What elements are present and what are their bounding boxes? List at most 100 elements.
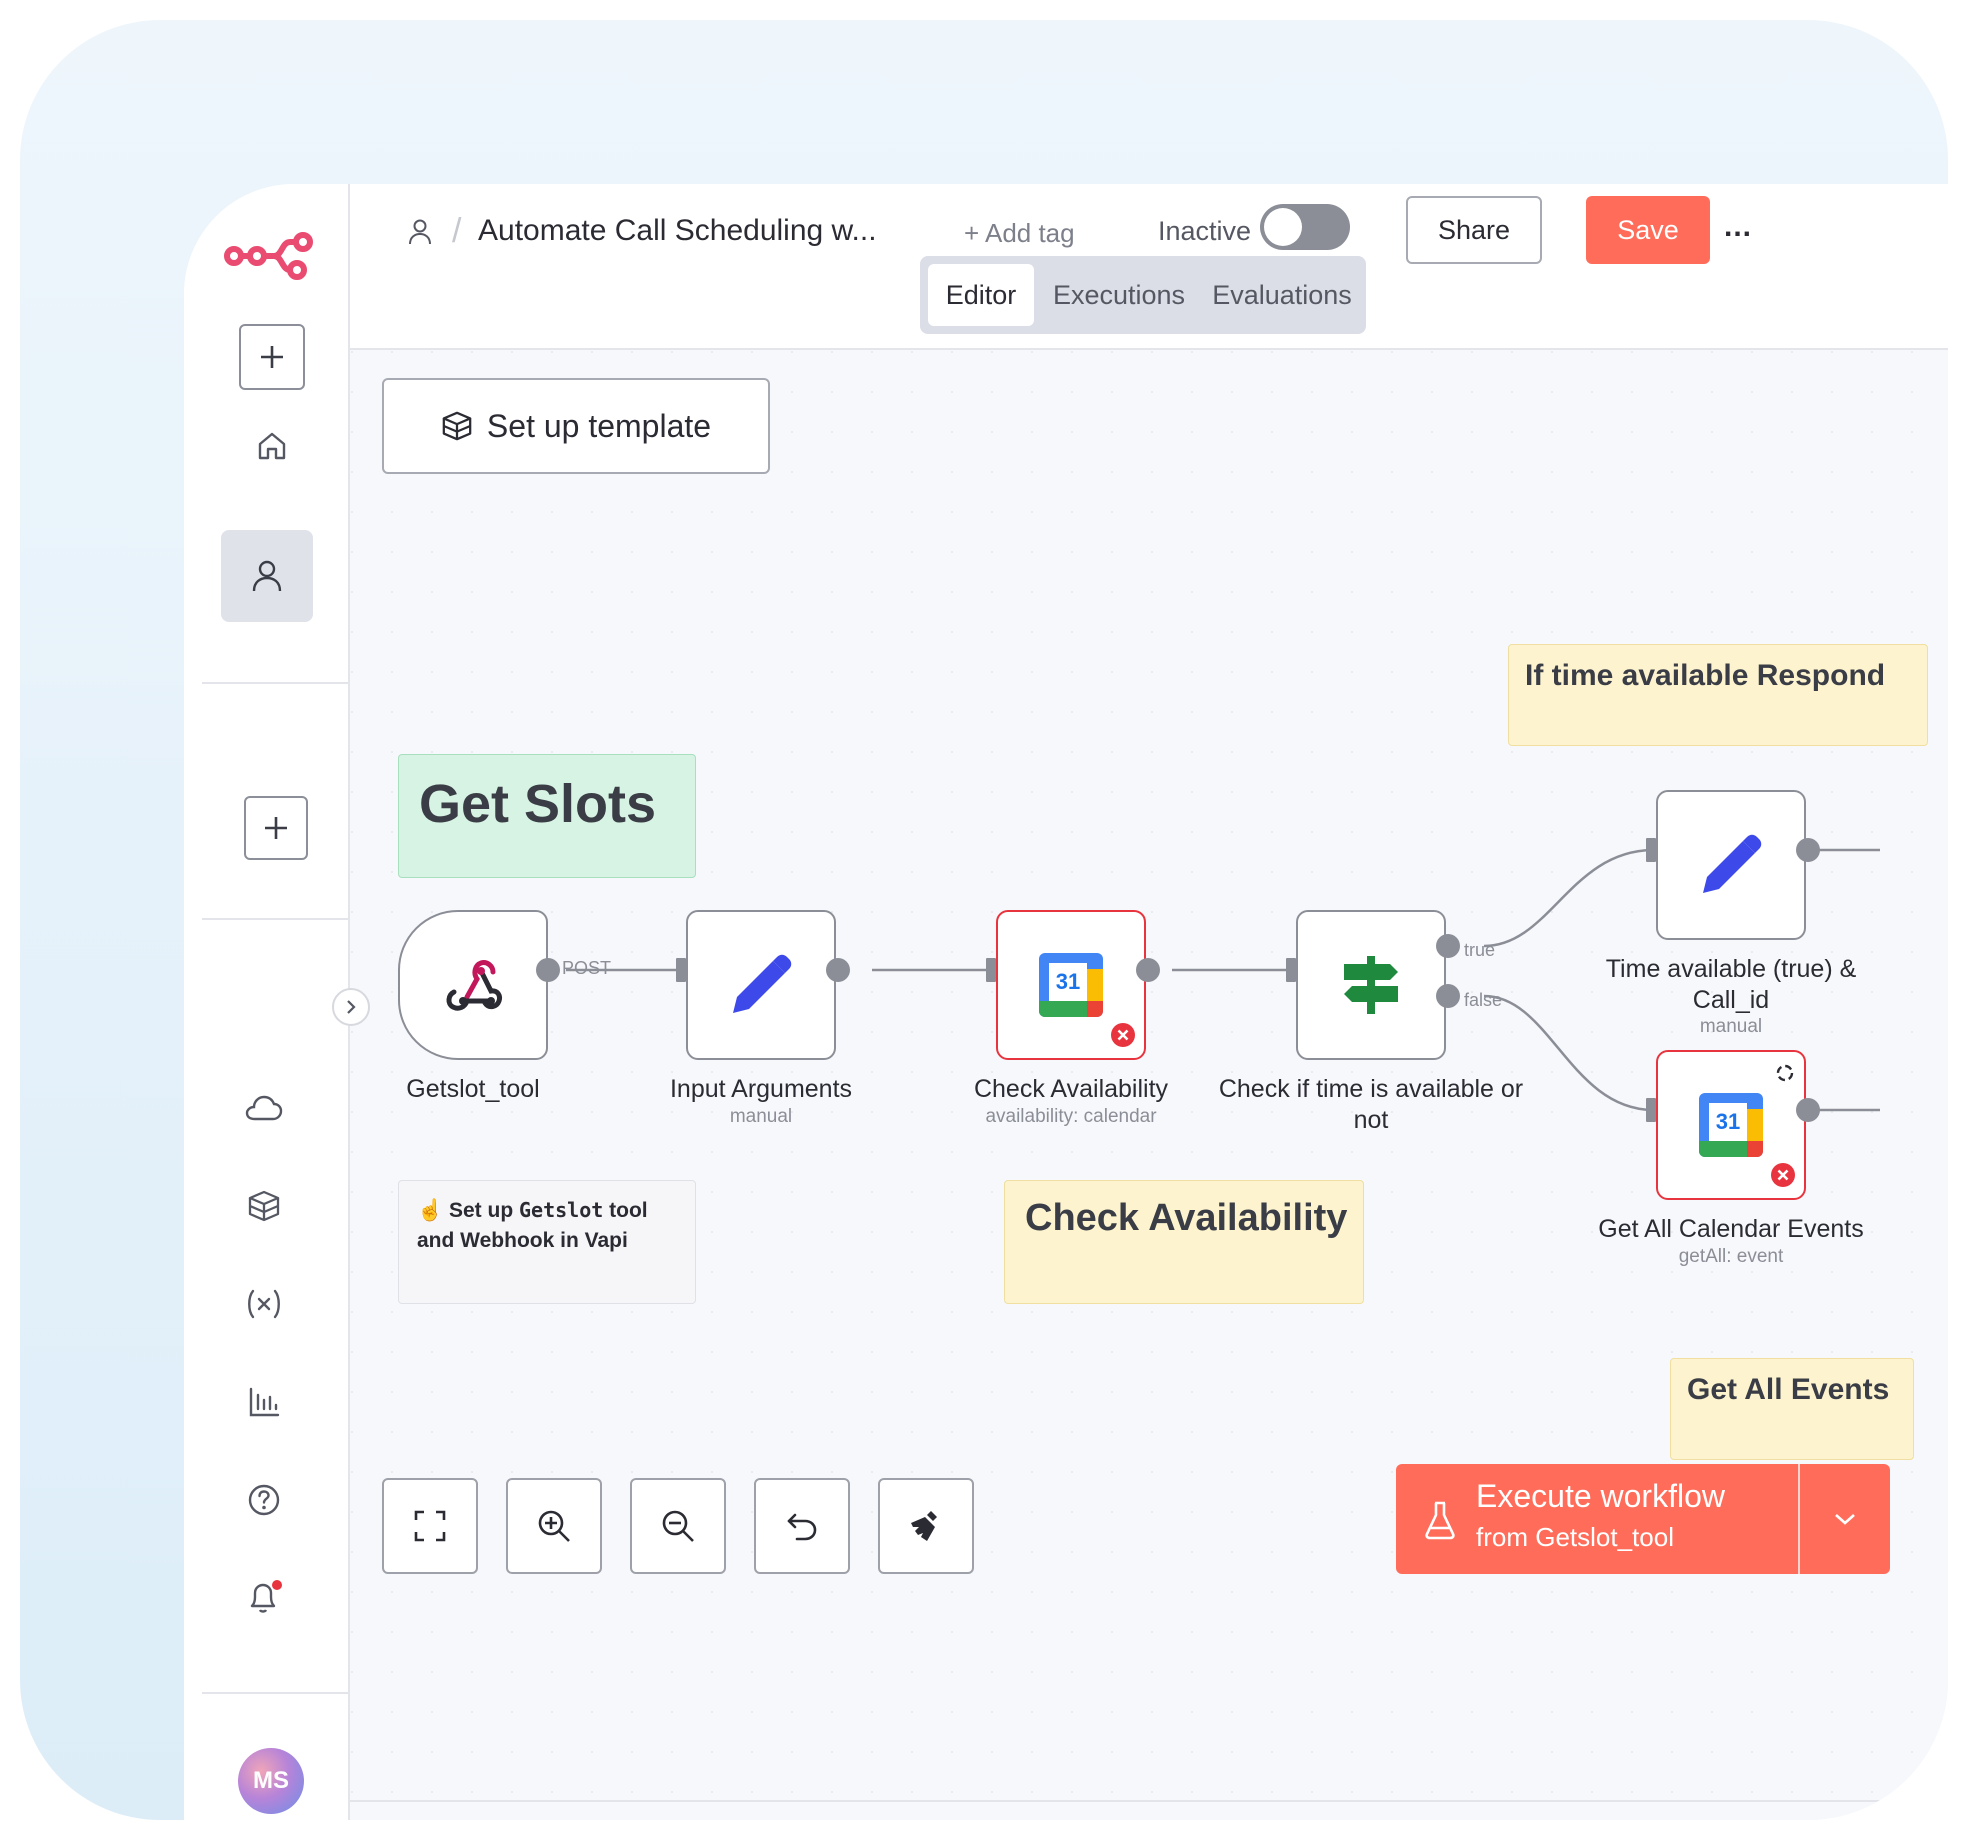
node-input-arguments[interactable]: [686, 910, 836, 1060]
output-handle-false[interactable]: [1436, 984, 1460, 1008]
node-check-availability-sub: availability: calendar: [985, 1106, 1157, 1127]
sticky-get-all-events[interactable]: Get All Events: [1670, 1358, 1914, 1460]
sticky-check-availability[interactable]: Check Availability: [1004, 1180, 1364, 1304]
sidebar-item-personal[interactable]: [221, 530, 313, 622]
sidebar-item-help[interactable]: [228, 1468, 300, 1532]
home-icon: [258, 432, 286, 460]
sticky-setup-note[interactable]: ☝️ Set up Getslot tool and Webhook in Va…: [398, 1180, 696, 1304]
node-time-available[interactable]: [1656, 790, 1806, 940]
connections-layer: [566, 848, 1880, 1112]
node-check-availability[interactable]: 31: [996, 910, 1146, 1060]
execute-divider: [1798, 1464, 1800, 1574]
chevron-right-icon: [347, 1000, 356, 1014]
if-false-label: false: [1464, 990, 1503, 1010]
output-handle[interactable]: [1796, 1098, 1820, 1122]
sidebar-divider: [202, 918, 348, 920]
sticky-get-all-events-text: Get All Events: [1687, 1373, 1890, 1406]
output-handle[interactable]: [1796, 838, 1820, 862]
sticky-setup-note-text: ☝️ Set up Getslot tool and Webhook in Va…: [417, 1195, 677, 1256]
node-get-all-calendar-events-sub: getAll: event: [1678, 1246, 1784, 1267]
tab-editor[interactable]: Editor: [928, 264, 1034, 326]
node-check-if-time[interactable]: [1296, 910, 1446, 1060]
execute-workflow-button[interactable]: Execute workflow from Getslot_tool: [1396, 1464, 1890, 1574]
sticky-get-slots[interactable]: Get Slots: [398, 754, 696, 878]
more-options-button[interactable]: ...: [1724, 210, 1753, 243]
input-handle[interactable]: [1646, 838, 1656, 862]
input-handle[interactable]: [986, 958, 996, 982]
sidebar-item-variables[interactable]: [228, 1272, 300, 1336]
workflow-canvas[interactable]: Set up template Get Slots ☝️ Set up Gets…: [332, 350, 1948, 1820]
sidebar-item-overview[interactable]: [230, 408, 314, 484]
plus-icon: [261, 346, 283, 368]
expand-sidebar-button[interactable]: [332, 988, 370, 1026]
sidebar-item-templates[interactable]: [228, 1174, 300, 1238]
cloud-icon: [245, 1095, 283, 1121]
sticky-if-time-available[interactable]: If time available Respond: [1508, 644, 1928, 746]
node-check-availability-label: Check Availability: [973, 1075, 1169, 1103]
insights-icon: [249, 1387, 280, 1417]
add-tag-link[interactable]: + Add tag: [964, 218, 1075, 248]
save-label: Save: [1617, 214, 1679, 245]
calendar-day: 31: [1049, 963, 1087, 1001]
sticky-setup-note-code: Getslot: [519, 1198, 604, 1222]
sticky-setup-note-post: tool and Webhook in Vapi: [417, 1199, 648, 1252]
input-handle[interactable]: [1286, 958, 1296, 982]
tab-evaluations[interactable]: Evaluations: [1204, 264, 1360, 326]
share-button[interactable]: Share: [1406, 196, 1542, 264]
active-toggle[interactable]: [1260, 204, 1350, 250]
app-window: MS / Automate Call Scheduling w... + Add…: [184, 184, 1948, 1820]
error-icon: [1771, 1163, 1795, 1187]
add-project-button[interactable]: [244, 796, 308, 860]
fit-view-button[interactable]: [382, 1478, 478, 1574]
connection-if-true: [1483, 848, 1655, 948]
sidebar-item-cloud[interactable]: [228, 1076, 300, 1140]
create-button[interactable]: [239, 324, 305, 390]
n8n-logo-icon[interactable]: [224, 224, 316, 280]
input-handle[interactable]: [676, 958, 686, 982]
tidy-up-button[interactable]: [878, 1478, 974, 1574]
plus-icon: [265, 817, 287, 839]
window-frame: MS / Automate Call Scheduling w... + Add…: [20, 20, 1948, 1820]
node-getslot-tool[interactable]: [398, 910, 548, 1060]
google-calendar-icon: 31: [1039, 953, 1103, 1017]
output-handle-true[interactable]: [1436, 934, 1460, 958]
node-get-all-calendar-events[interactable]: 31: [1656, 1050, 1806, 1200]
undo-button[interactable]: [754, 1478, 850, 1574]
active-status-label: Inactive: [1158, 216, 1252, 246]
user-avatar[interactable]: MS: [238, 1748, 304, 1814]
save-button[interactable]: Save: [1586, 196, 1710, 264]
output-handle[interactable]: [536, 958, 560, 982]
pencil-icon: [1703, 834, 1762, 893]
tab-executions-label: Executions: [1052, 279, 1186, 310]
zoom-in-button[interactable]: [506, 1478, 602, 1574]
templates-icon: [248, 1190, 280, 1222]
node-getslot-tool-label: Getslot_tool: [406, 1075, 540, 1103]
webhook-icon: [446, 960, 502, 1011]
flask-icon: [1425, 1501, 1455, 1540]
sidebar-item-notifications[interactable]: [228, 1564, 300, 1632]
sidebar-item-insights[interactable]: [228, 1370, 300, 1434]
sidebar: MS: [184, 184, 350, 1820]
setup-template-label: Set up template: [486, 407, 712, 444]
share-label: Share: [1437, 214, 1511, 245]
input-handle[interactable]: [1646, 1098, 1656, 1122]
execute-options-dropdown[interactable]: [1800, 1464, 1890, 1574]
calendar-day: 31: [1709, 1103, 1747, 1141]
tab-executions[interactable]: Executions: [1044, 264, 1194, 326]
node-get-all-calendar-events-label: Get All Calendar Events: [1598, 1215, 1864, 1243]
sidebar-divider: [202, 682, 348, 684]
workflow-name[interactable]: Automate Call Scheduling w...: [478, 214, 877, 247]
sync-icon: [1776, 1064, 1794, 1082]
output-handle[interactable]: [826, 958, 850, 982]
setup-template-button[interactable]: Set up template: [382, 378, 770, 474]
bell-icon: [250, 1580, 282, 1613]
execute-workflow-title: Execute workflow: [1476, 1478, 1725, 1514]
user-icon: [252, 560, 282, 592]
output-handle[interactable]: [1136, 958, 1160, 982]
sticky-setup-note-pre: ☝️ Set up: [417, 1199, 519, 1222]
node-input-arguments-sub: manual: [729, 1106, 793, 1127]
sticky-if-time-available-text: If time available Respond: [1525, 659, 1886, 692]
sticky-check-availability-text: Check Availability: [1025, 1197, 1348, 1239]
header-bar: / Automate Call Scheduling w... + Add ta…: [350, 184, 1948, 350]
zoom-out-button[interactable]: [630, 1478, 726, 1574]
